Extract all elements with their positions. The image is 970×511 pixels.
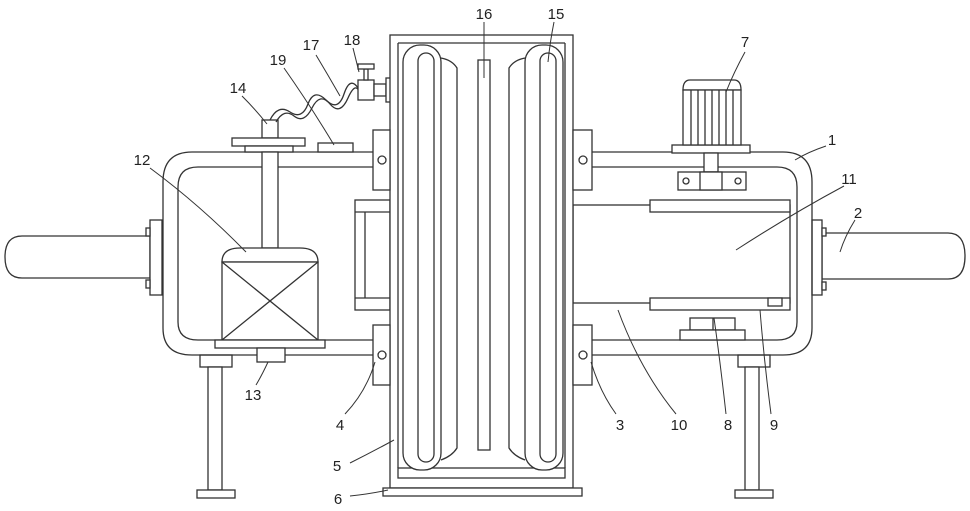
right-leg [735,355,773,498]
label-3: 3 [616,417,624,434]
label-6: 6 [334,491,342,508]
label-8: 8 [724,417,732,434]
label-11: 11 [841,171,857,188]
valve [358,64,394,102]
tank-assembly [215,120,325,362]
label-4: 4 [336,417,344,434]
motor [672,80,750,190]
label-15: 15 [548,6,565,23]
label-9: 9 [770,417,778,434]
label-2: 2 [854,205,862,222]
label-5: 5 [333,458,341,475]
label-10: 10 [671,417,688,434]
label-12: 12 [134,152,151,169]
label-17: 17 [303,37,320,54]
label-16: 16 [476,6,493,23]
left-shaft [5,220,162,295]
left-leg [197,355,235,498]
label-19: 19 [270,52,287,69]
base-plate [383,488,582,496]
drum-support [680,318,745,340]
hose [270,83,360,122]
center-bar [478,60,490,450]
label-1: 1 [828,132,836,149]
mount-block [318,143,353,152]
label-13: 13 [245,387,262,404]
label-14: 14 [230,80,247,97]
right-shaft [812,220,965,295]
label-18: 18 [344,32,361,49]
label-7: 7 [741,34,749,51]
